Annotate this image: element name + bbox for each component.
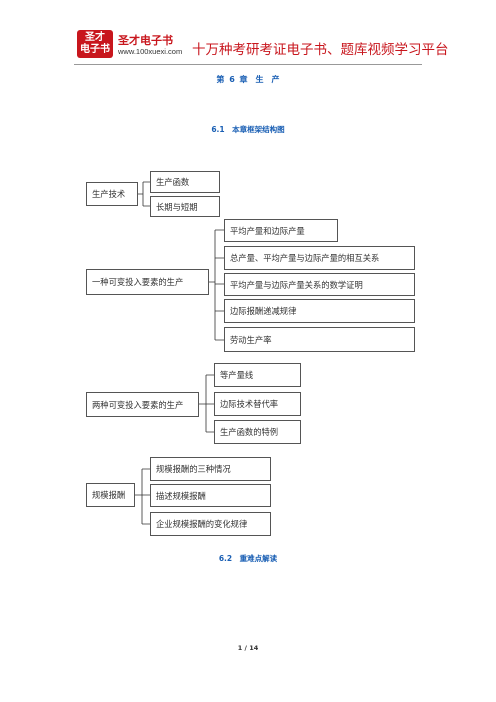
logo-text-line1: 圣才 [85, 32, 105, 43]
section-title-framework: 6.1 本章框架结构图 [211, 125, 285, 134]
brand-logo: 圣才 电子书 [77, 30, 113, 58]
header-slogan: 十万种考研考证电子书、题库视频学习平台 [192, 42, 449, 58]
tree-node-product-relationships: 总产量、平均产量与边际产量的相互关系 [224, 246, 415, 270]
tree-node-average-marginal-product: 平均产量和边际产量 [224, 219, 338, 242]
section-title-key-points: 6.2 重难点解读 [218, 554, 278, 563]
tree-node-mrts: 边际技术替代率 [214, 392, 301, 416]
tree-node-special-production-functions: 生产函数的特例 [214, 420, 301, 444]
brand-url[interactable]: www.100xuexi.com [118, 47, 183, 56]
tree-node-production-function: 生产函数 [150, 171, 220, 193]
page-number: 1 / 14 [237, 644, 259, 652]
tree-root-one-variable-input: 一种可变投入要素的生产 [86, 269, 209, 295]
tree-node-describing-returns: 描述规模报酬 [150, 484, 271, 507]
tree-node-three-cases: 规模报酬的三种情况 [150, 457, 271, 481]
tree-node-long-short-run: 长期与短期 [150, 196, 220, 217]
tree-node-isoquant: 等产量线 [214, 363, 301, 387]
chapter-title: 第 6 章 生 产 [216, 75, 280, 84]
tree-node-firm-returns-pattern: 企业规模报酬的变化规律 [150, 512, 271, 536]
tree-node-labor-productivity: 劳动生产率 [224, 327, 415, 352]
tree-node-math-proof: 平均产量与边际产量关系的数学证明 [224, 273, 415, 296]
logo-text-line2: 电子书 [80, 44, 110, 55]
tree-root-returns-to-scale: 规模报酬 [86, 483, 135, 507]
brand-name: 圣才电子书 [118, 34, 173, 47]
tree-root-two-variable-inputs: 两种可变投入要素的生产 [86, 392, 199, 417]
tree-root-production-technology: 生产技术 [86, 182, 138, 206]
header-divider [74, 64, 422, 65]
tree-node-diminishing-returns: 边际报酬递减规律 [224, 299, 415, 323]
